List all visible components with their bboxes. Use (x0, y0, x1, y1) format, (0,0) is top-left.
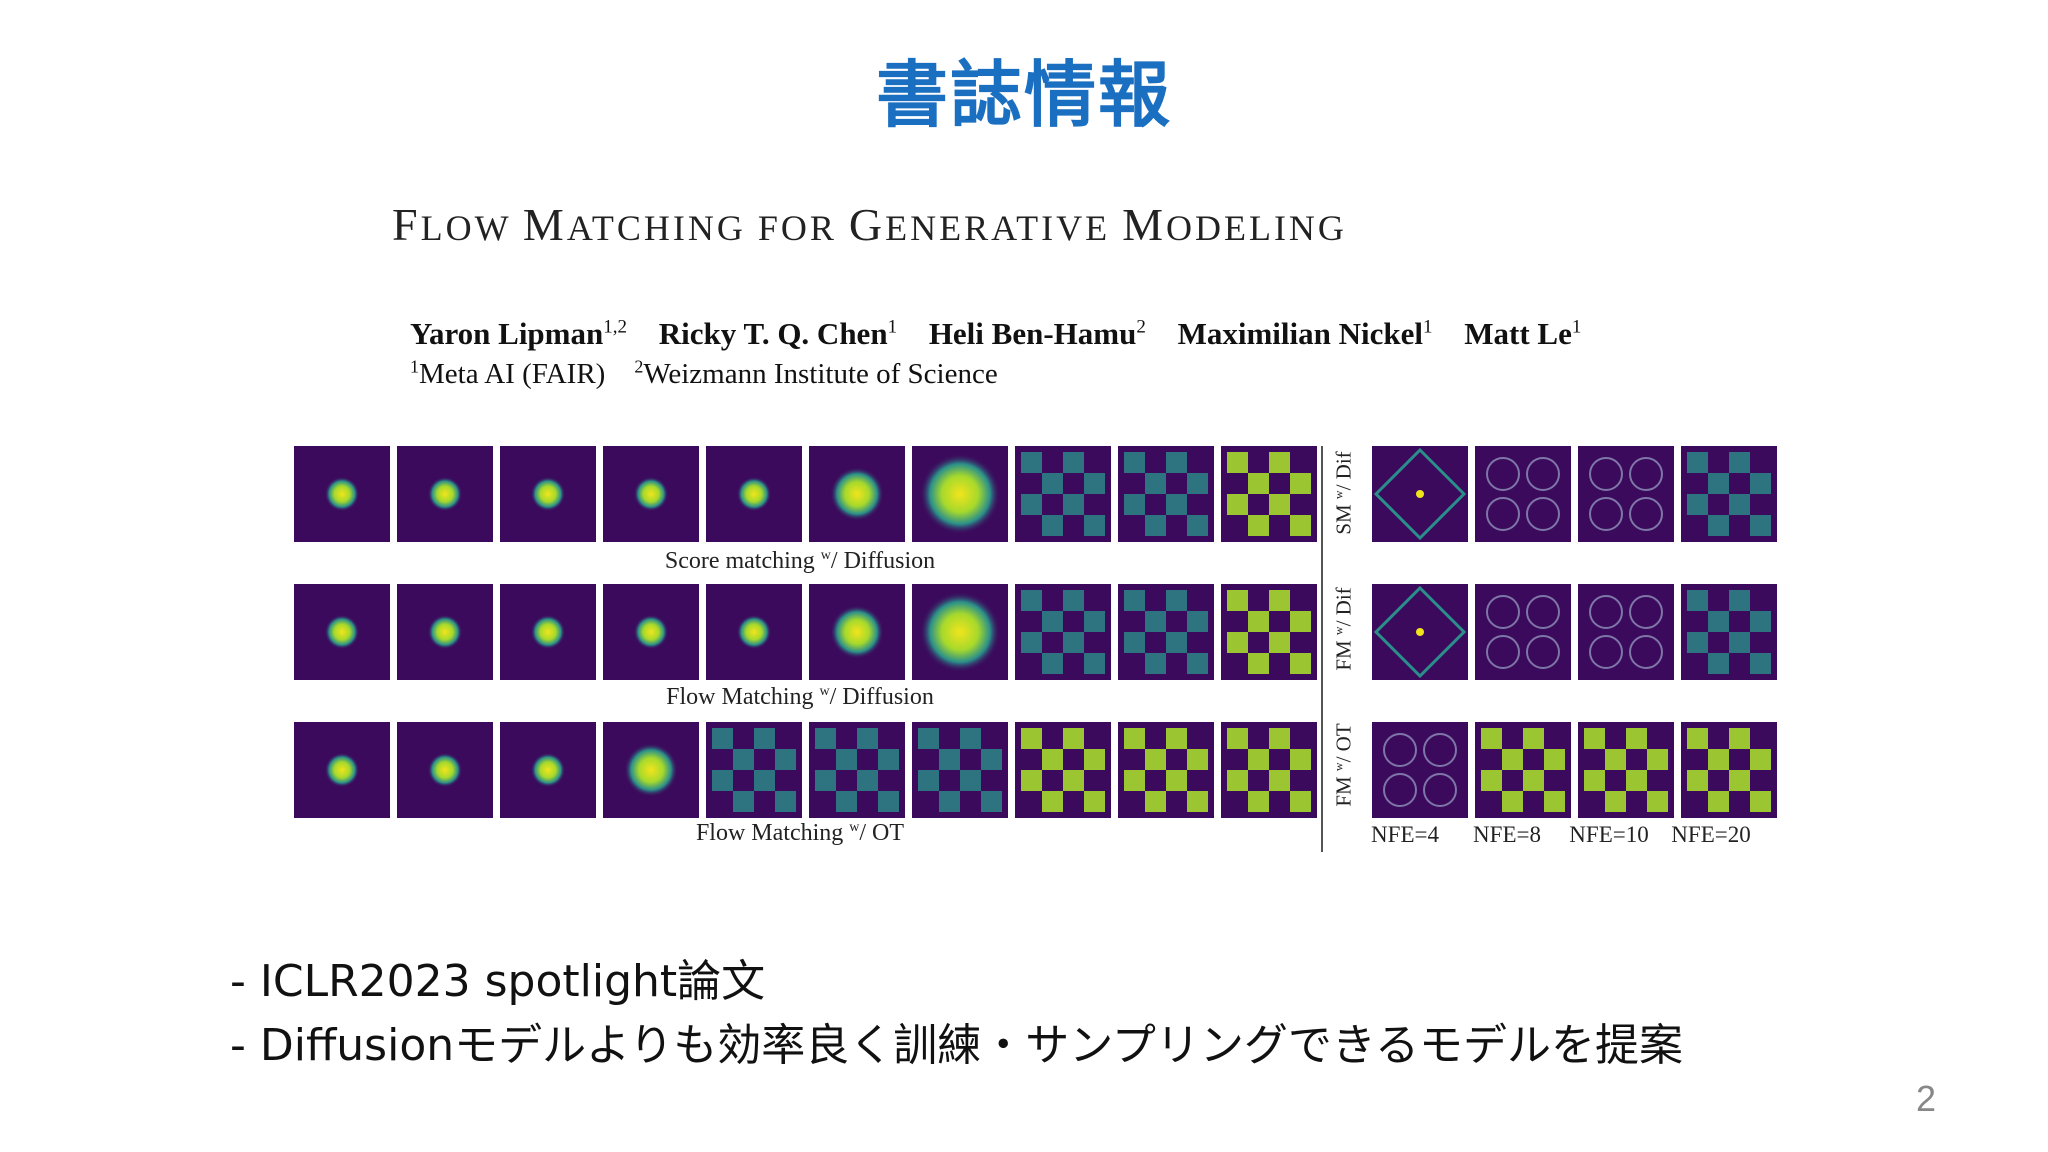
sample-tile (1015, 722, 1111, 818)
sample-tile (397, 722, 493, 818)
paper-title-word: GENERATIVE (848, 199, 1123, 250)
nfe-sample-tile (1681, 722, 1777, 818)
slide-title: 書誌情報 (875, 53, 1172, 137)
sample-tile (809, 584, 905, 680)
sample-tile (1221, 722, 1317, 818)
page-number: 2 (1915, 1078, 1936, 1119)
sample-tile (809, 722, 905, 818)
side-label-fm-ot: FM w/ OT (1331, 723, 1356, 807)
author-list: Yaron Lipman1,2 Ricky T. Q. Chen1 Heli B… (410, 316, 1605, 352)
nfe-label: NFE=8 (1473, 822, 1541, 847)
sample-tile (706, 584, 802, 680)
sample-tile (1015, 446, 1111, 542)
nfe-sample-tile (1578, 584, 1674, 680)
sample-tile (1118, 584, 1214, 680)
nfe-label: NFE=10 (1569, 822, 1649, 847)
sample-tile (397, 446, 493, 542)
sample-tile (294, 446, 390, 542)
sample-tile (603, 584, 699, 680)
nfe-sample-tile (1681, 446, 1777, 542)
nfe-sample-tile (1578, 722, 1674, 818)
paper-title-word: FLOW (392, 199, 523, 250)
nfe-label: NFE=20 (1671, 822, 1751, 847)
sample-tile (912, 722, 1008, 818)
sample-tile (1118, 446, 1214, 542)
side-label-sm-dif: SM w/ Dif (1331, 451, 1356, 535)
affiliation: 1Meta AI (FAIR) (410, 356, 606, 390)
sample-tile (912, 584, 1008, 680)
nfe-sample-tile (1681, 584, 1777, 680)
sample-tile (1118, 722, 1214, 818)
author: Heli Ben-Hamu2 (928, 316, 1146, 351)
nfe-sample-tile (1372, 446, 1468, 542)
nfe-sample-tile (1475, 584, 1571, 680)
nfe-sample-tile (1372, 722, 1468, 818)
affiliation-list: 1Meta AI (FAIR) 2Weizmann Institute of S… (410, 356, 998, 391)
sample-tile (294, 584, 390, 680)
side-label-fm-dif: FM w/ Dif (1331, 587, 1356, 671)
bullet-item: - ICLR2023 spotlight論文 (230, 956, 766, 1007)
author: Matt Le1 (1464, 316, 1582, 351)
author: Yaron Lipman1,2 (410, 316, 627, 351)
sample-tile (912, 446, 1008, 542)
row-caption-fm-ot: Flow Matching w/ OT (695, 820, 905, 846)
sample-tile (500, 584, 596, 680)
sample-tile (500, 446, 596, 542)
sample-tile (809, 446, 905, 542)
paper-title-word: MATCHING FOR (522, 199, 849, 250)
author: Ricky T. Q. Chen1 (658, 316, 898, 351)
sample-tile (1015, 584, 1111, 680)
nfe-label: NFE=4 (1371, 822, 1439, 847)
sample-tile (1221, 584, 1317, 680)
bullet-item: - Diffusionモデルよりも効率良く訓練・サンプリングできるモデルを提案 (230, 1020, 1684, 1071)
sample-tile (500, 722, 596, 818)
sample-tile (706, 446, 802, 542)
nfe-sample-tile (1475, 722, 1571, 818)
sample-grid (294, 446, 1777, 818)
author: Maximilian Nickel1 (1177, 316, 1433, 351)
nfe-sample-tile (1578, 446, 1674, 542)
paper-title-word: MODELING (1122, 199, 1347, 250)
affiliation: 2Weizmann Institute of Science (634, 356, 998, 390)
paper-title: FLOW MATCHING FOR GENERATIVE MODELING (392, 198, 1347, 251)
sample-tile (706, 722, 802, 818)
sample-tile (603, 446, 699, 542)
nfe-sample-tile (1475, 446, 1571, 542)
sample-tile (397, 584, 493, 680)
sample-tile (1221, 446, 1317, 542)
nfe-sample-tile (1372, 584, 1468, 680)
bullet-list: - ICLR2023 spotlight論文 - Diffusionモデルよりも… (230, 950, 1683, 1078)
sample-tile (294, 722, 390, 818)
row-caption-fm-diffusion: Flow Matching w/ Diffusion (666, 684, 934, 710)
sample-tile (603, 722, 699, 818)
row-caption-score-matching: Score matching w/ Diffusion (664, 548, 936, 574)
